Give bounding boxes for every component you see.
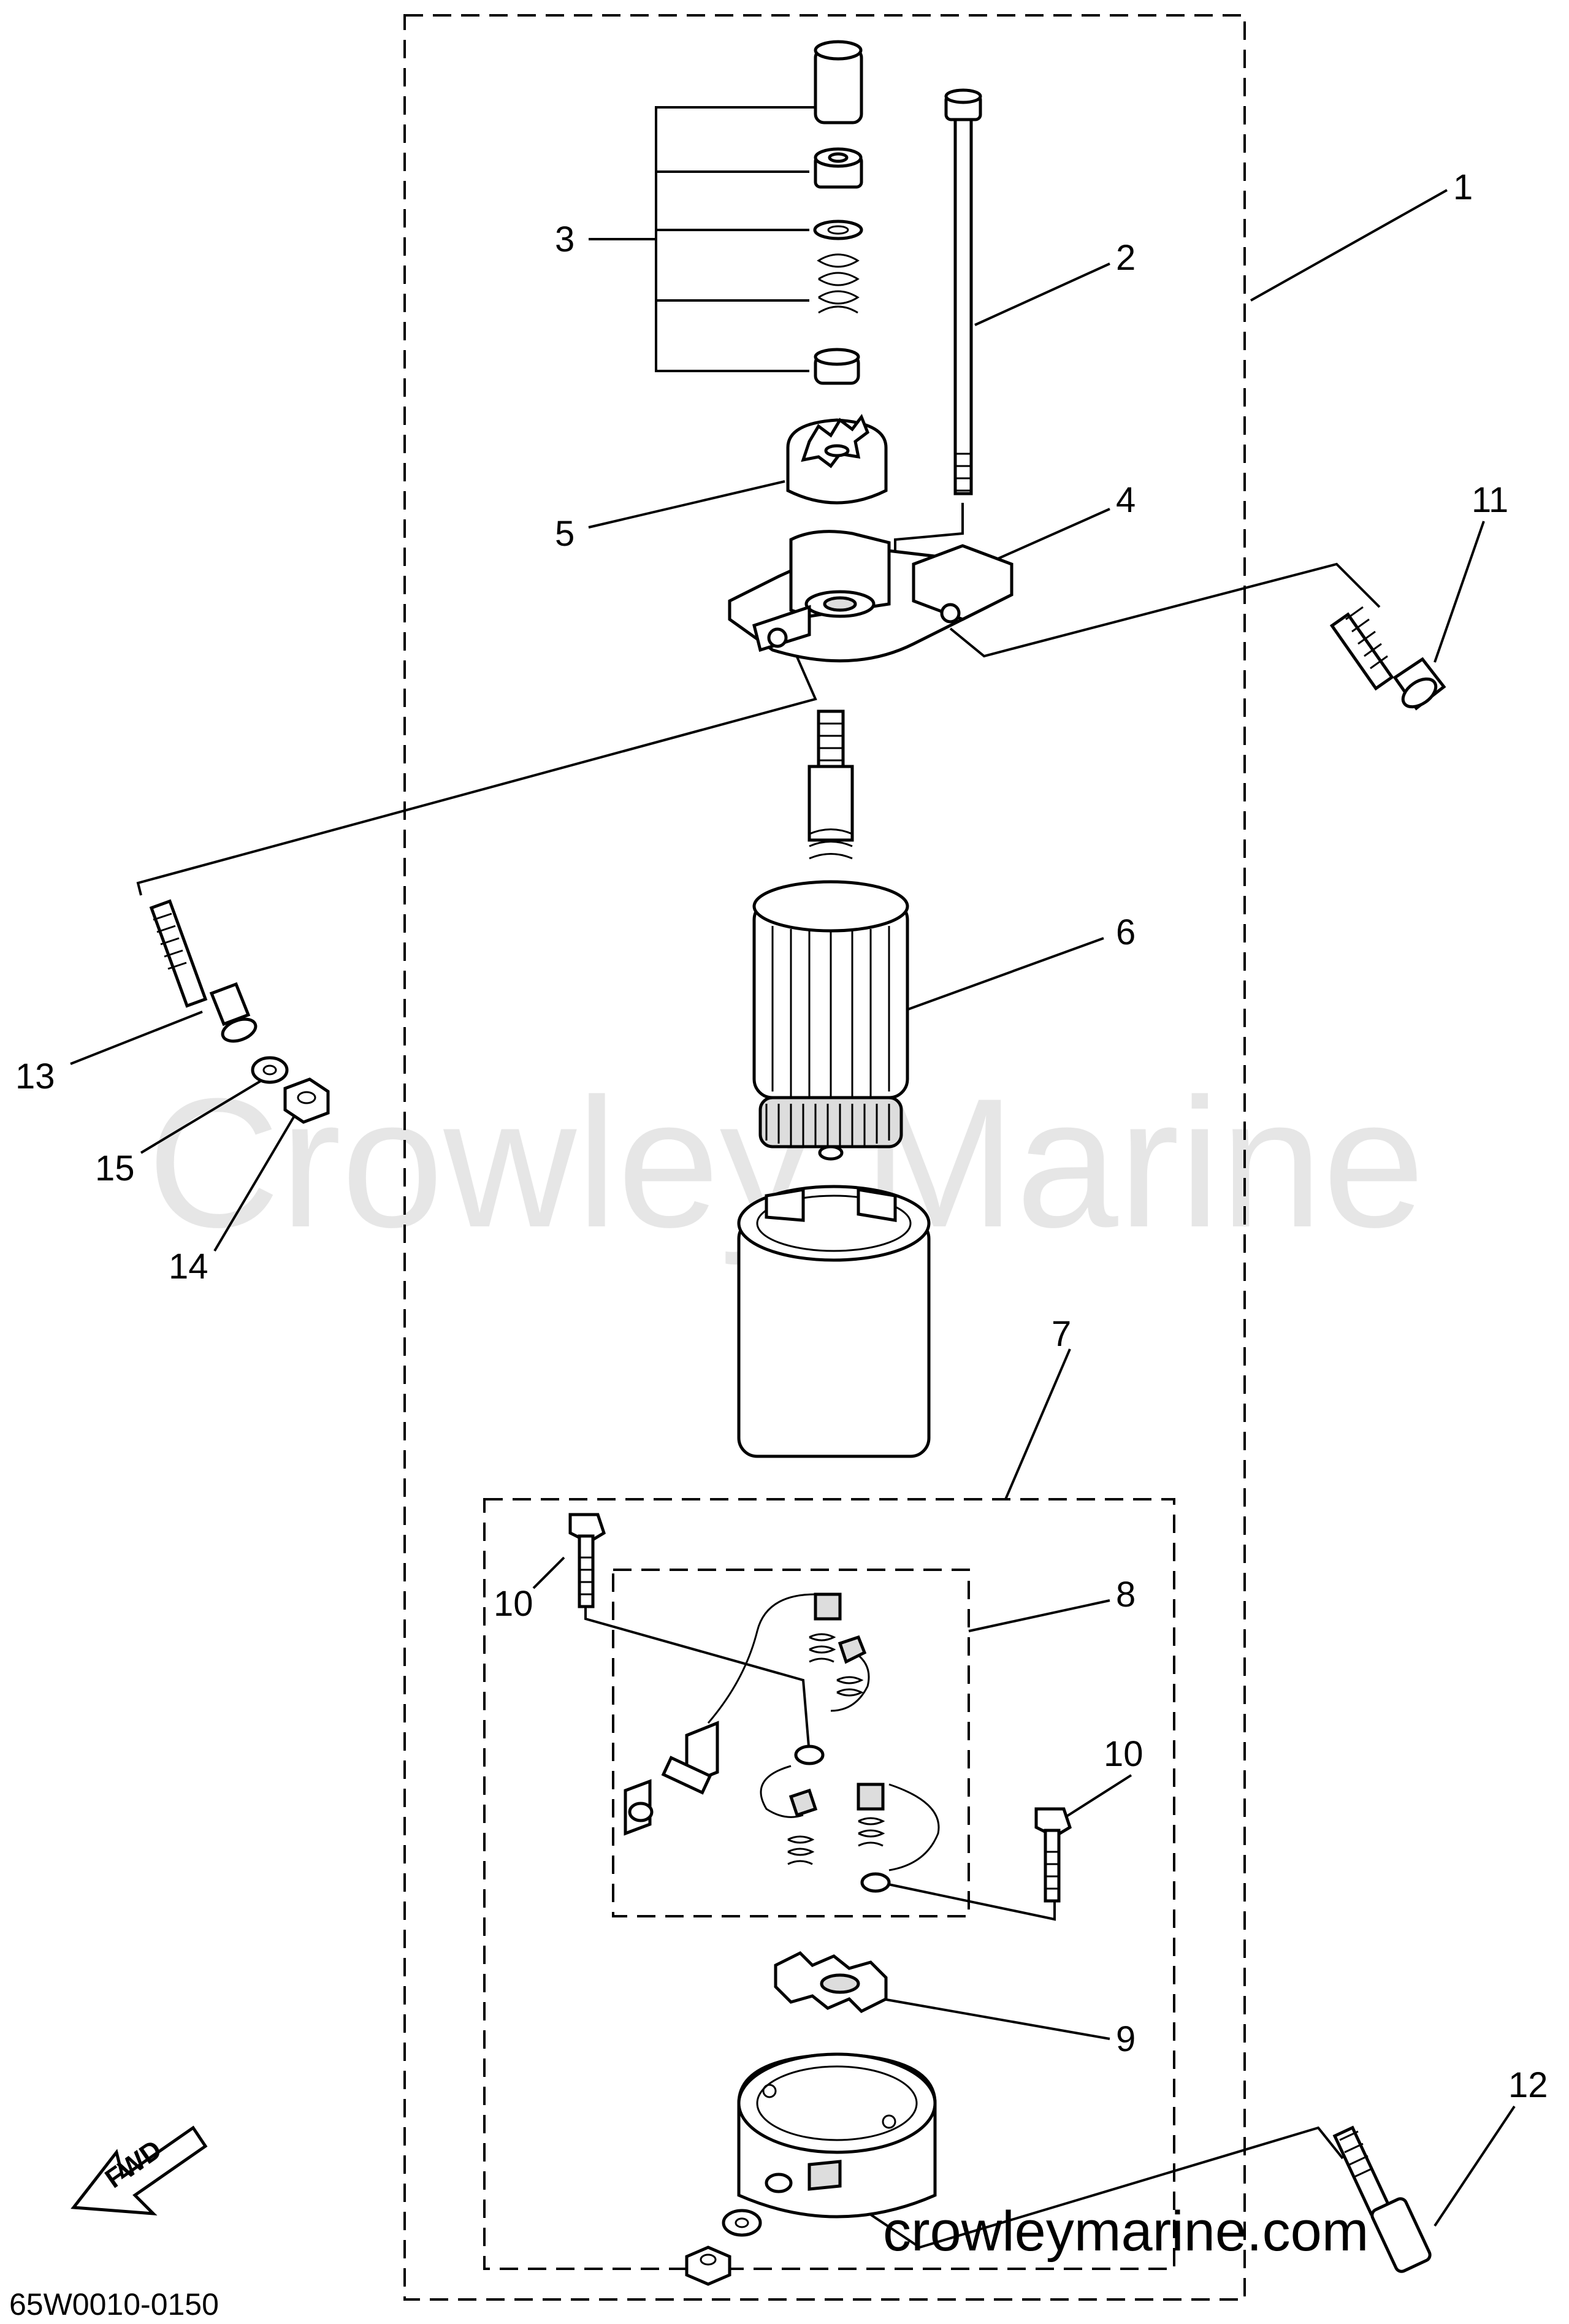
part-15-washer: [251, 1056, 289, 1084]
rear-nut: [685, 2246, 731, 2286]
callout-7: 7: [1052, 1314, 1071, 1354]
part-10-bolt-lower: [1034, 1807, 1072, 1903]
part-6-armature: [752, 709, 909, 1161]
part-14-nut: [283, 1077, 330, 1124]
callout-11: 11: [1472, 480, 1508, 520]
callout-5: 5: [555, 514, 575, 554]
yoke-housing: [737, 1185, 931, 1458]
diagram-code: 65W0010-0150: [9, 2287, 219, 2322]
part-4-end-bracket: [728, 530, 1014, 663]
callout-9: 9: [1116, 2019, 1136, 2059]
callout-2: 2: [1116, 238, 1136, 278]
part-5-pinion-gear: [786, 413, 888, 505]
part-10-bolt-upper: [568, 1513, 606, 1608]
callout-1: 1: [1453, 167, 1473, 207]
callout-10-lower: 10: [1104, 1734, 1143, 1774]
callout-8: 8: [1116, 1575, 1136, 1615]
callout-14: 14: [169, 1247, 208, 1286]
part-13-stud-bolt: [149, 899, 258, 1043]
rear-cover: [737, 2052, 937, 2219]
part-9-brush-holder: [774, 1951, 888, 2014]
part-12-stud-bolt: [1332, 2125, 1432, 2273]
callout-4: 4: [1116, 480, 1136, 520]
part-8-brush-set: [624, 1592, 940, 1893]
assembly-boundary-8: [612, 1569, 970, 1917]
callout-6: 6: [1116, 912, 1136, 952]
part-2-through-bolt: [944, 88, 982, 495]
callout-3: 3: [555, 220, 575, 259]
callout-13: 13: [15, 1057, 55, 1096]
callout-12: 12: [1508, 2065, 1548, 2105]
callout-10-upper: 10: [494, 1584, 533, 1624]
part-11-bolt: [1329, 606, 1446, 711]
rear-washer: [722, 2209, 762, 2237]
part-3-bushing-spring-set: [813, 40, 863, 385]
fwd-arrow-icon: FWD: [71, 2125, 208, 2216]
watermark-small: crowleymarine.com: [883, 2200, 1369, 2263]
callout-15: 15: [95, 1149, 135, 1188]
assembly-boundary-1: [403, 14, 1246, 2301]
assembly-boundary-7: [483, 1498, 1175, 2270]
